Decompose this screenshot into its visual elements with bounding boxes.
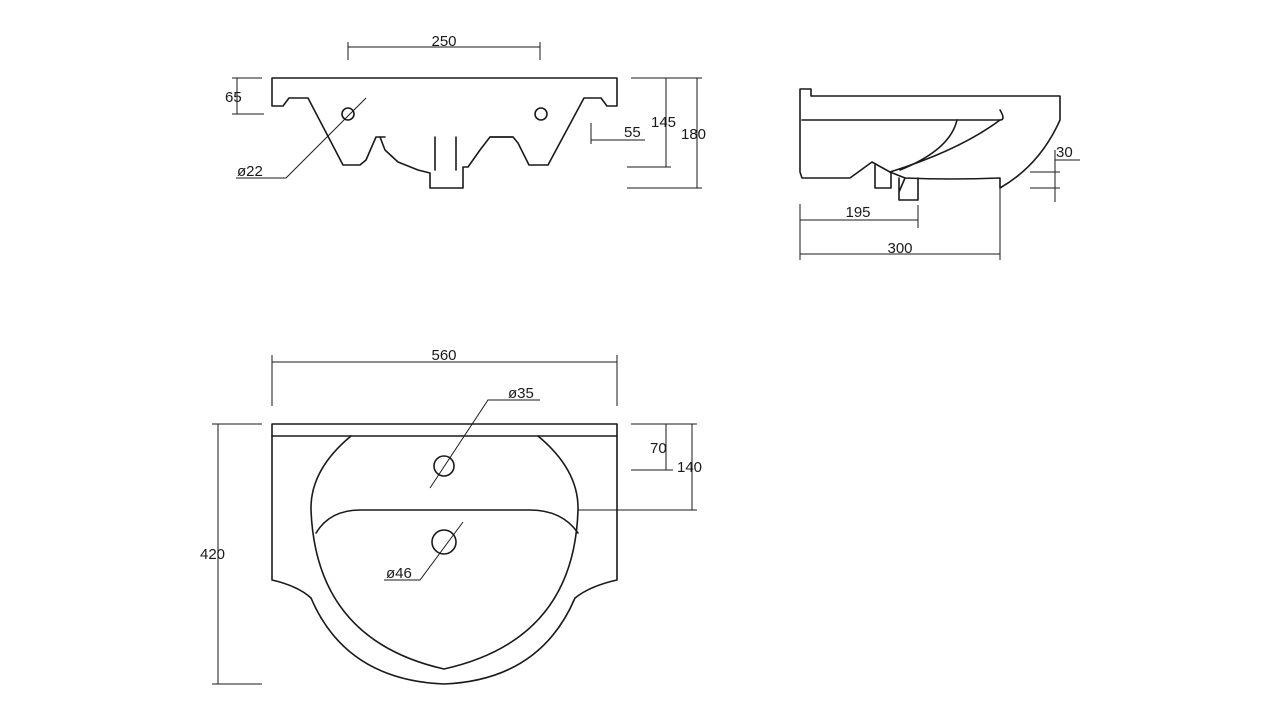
dim-label-30: 30	[1056, 144, 1073, 161]
dim-leader-46	[384, 521, 464, 581]
front-tap-hole-right	[534, 107, 548, 121]
front-view: 250 65 ø22 55 145 180	[225, 33, 706, 189]
side-waste-outlet	[898, 177, 919, 201]
dim-label-180: 180	[681, 126, 706, 143]
dim-label-65: 65	[225, 89, 242, 106]
dim-leader-35	[429, 399, 540, 489]
dim-line-55	[590, 123, 645, 144]
top-waste-hole	[431, 529, 457, 555]
dim-line-560	[271, 355, 618, 406]
dim-label-35: ø35	[508, 385, 534, 402]
dim-label-195: 195	[845, 204, 870, 221]
dim-label-140: 140	[677, 459, 702, 476]
top-bowl-inner	[315, 509, 579, 534]
top-basin-outline	[271, 423, 618, 685]
dim-leader-22	[236, 97, 367, 179]
top-bowl-outer	[310, 435, 579, 670]
top-tap-hole	[433, 455, 455, 477]
dim-line-180	[627, 77, 702, 189]
dim-label-22: ø22	[237, 163, 263, 180]
dim-label-145: 145	[651, 114, 676, 131]
side-waste-trap	[874, 164, 892, 189]
dim-line-65	[232, 77, 264, 115]
side-view: 30 195 300	[799, 88, 1080, 260]
dim-label-420: 420	[200, 546, 225, 563]
dim-line-145	[627, 77, 671, 168]
dim-label-560: 560	[431, 347, 456, 364]
dim-label-250: 250	[431, 33, 456, 50]
dim-label-70: 70	[650, 440, 667, 457]
side-inner-curve	[899, 119, 958, 171]
dim-label-55: 55	[624, 124, 641, 141]
dim-line-420	[212, 423, 262, 685]
side-rim-line	[801, 109, 1004, 121]
dim-label-46: ø46	[386, 565, 412, 582]
dim-line-300	[799, 188, 1001, 260]
dim-label-300: 300	[887, 240, 912, 257]
front-bowl-inner	[379, 136, 514, 171]
front-basin-outline	[271, 77, 618, 189]
dim-line-250	[347, 42, 541, 60]
side-bowl-curve	[889, 119, 1001, 173]
dim-line-140	[578, 423, 697, 511]
front-tap-hole	[341, 107, 355, 121]
side-basin-outline	[799, 88, 1061, 189]
top-view: 560 ø35 70 140 ø46 420	[200, 347, 702, 685]
dim-line-30	[1030, 150, 1080, 202]
